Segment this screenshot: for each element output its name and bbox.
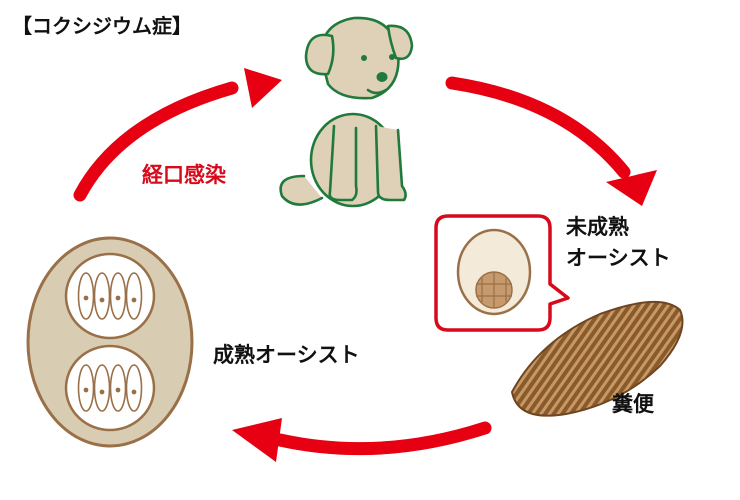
puppy-eye-right [389, 54, 395, 60]
puppy-eye-left [361, 55, 367, 61]
mature-oocyst-icon [26, 236, 194, 448]
immature-oocyst-label: 未成熟 オーシスト [566, 212, 671, 274]
immature-oocyst-icon [456, 228, 532, 316]
immature-oocyst-callout [434, 214, 570, 332]
puppy-tail [279, 174, 324, 206]
immature-oocyst-label-line2: オーシスト [566, 246, 671, 270]
sporocyst-bottom [64, 344, 156, 432]
diagram-title: 【コクシジウム症】 [12, 14, 192, 38]
puppy-ear-right [386, 24, 414, 61]
puppy-nose [376, 72, 388, 82]
feces-label: 糞便 [612, 392, 654, 416]
cycle-arrows [73, 68, 657, 462]
puppy-mouth [366, 88, 388, 95]
arrow-oral-infection [73, 68, 282, 202]
oral-infection-label: 経口感染 [142, 163, 226, 187]
sporocyst-top [64, 252, 156, 340]
feces-icon [510, 301, 684, 417]
puppy-icon [279, 16, 414, 208]
mature-oocyst-label: 成熟オーシスト [213, 343, 360, 367]
arrow-to-feces [445, 76, 657, 206]
arrow-maturation [232, 418, 492, 462]
puppy-front-leg-left [328, 124, 358, 202]
immature-oocyst-label-line1: 未成熟 [566, 215, 629, 239]
puppy-front-leg-right [374, 124, 407, 202]
puppy-ear-left [304, 33, 335, 76]
